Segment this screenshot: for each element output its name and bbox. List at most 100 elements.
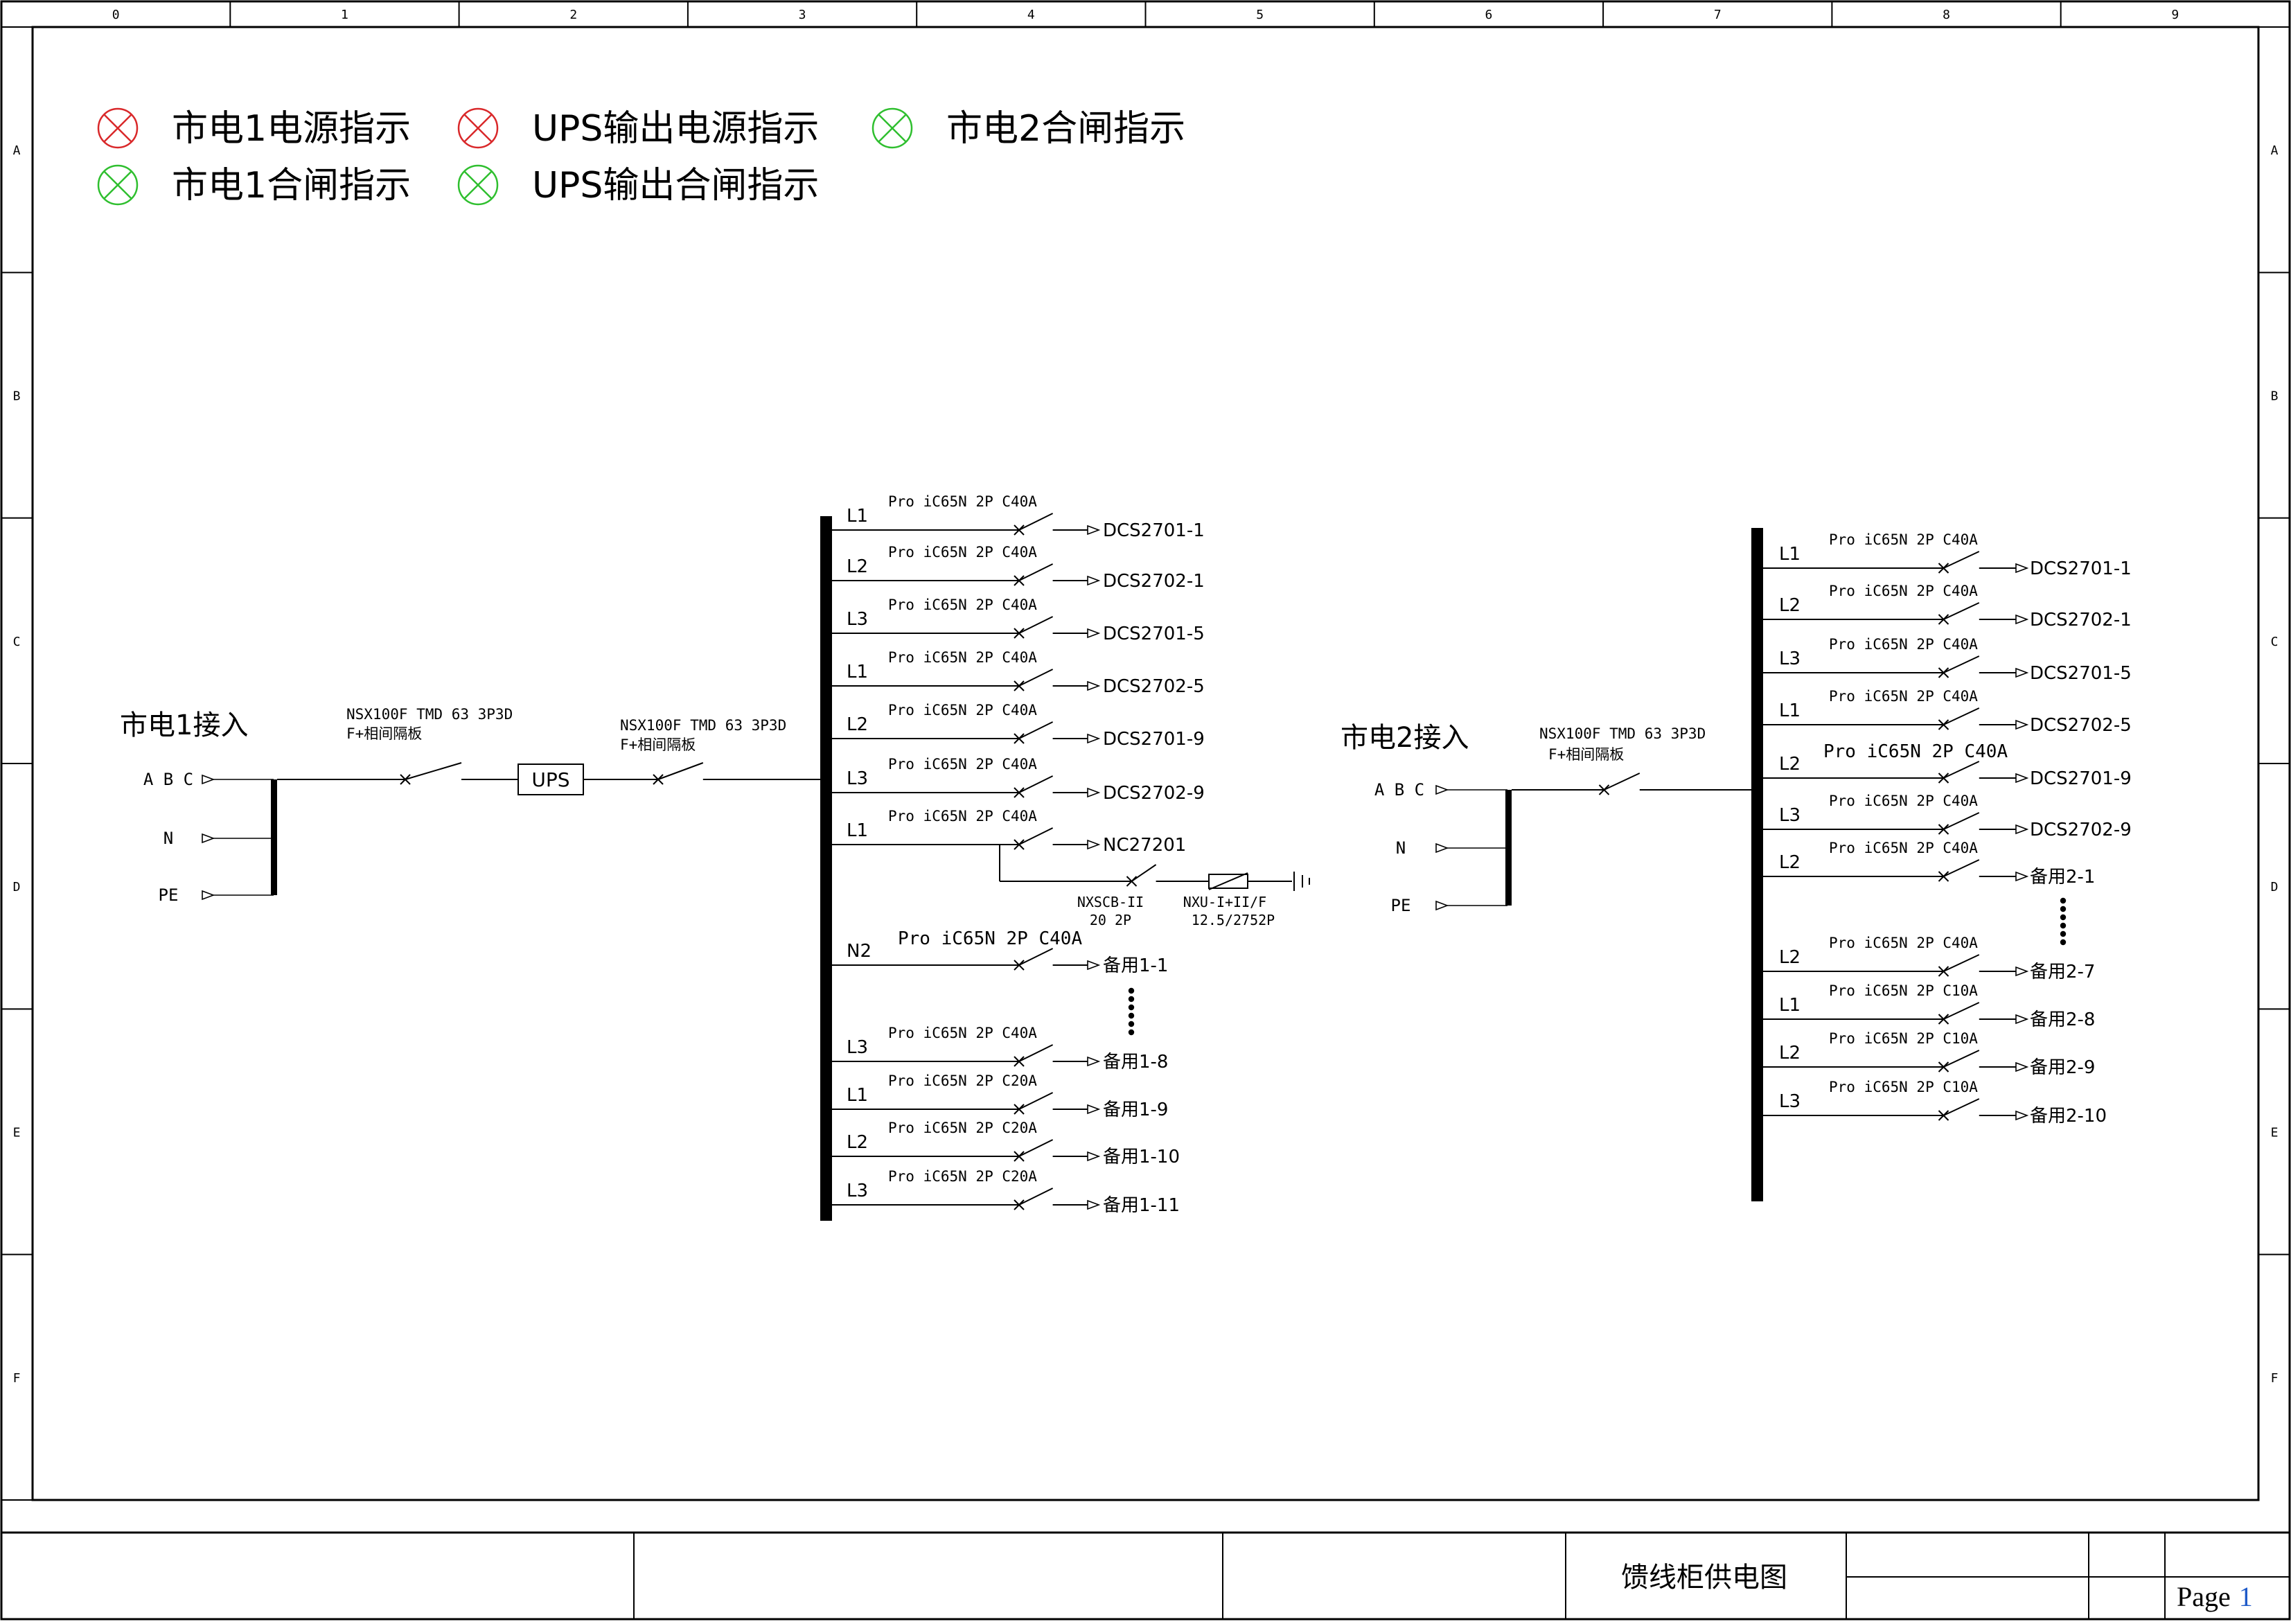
drawing-border xyxy=(31,26,2260,1501)
feeder-arrow-icon xyxy=(1087,1199,1101,1210)
indicator-lamp-icon xyxy=(97,164,139,206)
continuation-dot xyxy=(1128,996,1135,1003)
feeder-arrow-icon xyxy=(2015,719,2029,730)
feeder-arrow-icon xyxy=(1087,524,1101,536)
feeder-arrow-icon xyxy=(1087,839,1101,850)
feeder-load-label: 备用2-1 xyxy=(2030,867,2095,888)
feeder-load-label: 备用1-8 xyxy=(1103,1052,1168,1073)
row-label-left: E xyxy=(13,1126,21,1140)
breaker1-model: NSX100F TMD 63 3P3D xyxy=(346,706,513,723)
feeder-breaker-icon xyxy=(1884,954,2016,977)
feeder-breaker-model: Pro iC65N 2P C40A xyxy=(888,702,1037,718)
feeder-arrow-icon xyxy=(1087,1151,1101,1162)
terminal-arrow-icon xyxy=(1435,900,1449,911)
feeder-phase-label: L3 xyxy=(1779,1091,1801,1112)
indicator-label: 市电2合闸指示 xyxy=(946,108,1185,150)
feeder-load-label: DCS2702-1 xyxy=(1103,571,1205,592)
feeder-load-label: DCS2701-1 xyxy=(2030,558,2132,579)
feeder-arrow-icon xyxy=(2015,1014,2029,1025)
feeder-breaker-model: Pro iC65N 2P C40A xyxy=(1829,688,1978,705)
feeder-breaker-model: Pro iC65N 2P C40A xyxy=(1829,793,1978,809)
continuation-dot xyxy=(1128,987,1135,994)
indicator-lamp-icon xyxy=(872,107,913,149)
terminal-label-abc: A B C xyxy=(143,770,193,789)
feeder-breaker-icon xyxy=(1884,1098,2016,1121)
column-label: 6 xyxy=(1485,8,1493,22)
feeder-phase-label: L1 xyxy=(847,820,868,841)
feeder-load-label: 备用1-1 xyxy=(1103,955,1168,976)
continuation-dot xyxy=(2060,906,2067,912)
row-label-right: E xyxy=(2271,1126,2279,1140)
feeder-phase-label: L3 xyxy=(1779,805,1801,826)
breaker2-model: NSX100F TMD 63 3P3D xyxy=(620,717,786,734)
feeder-phase-label: L3 xyxy=(847,1181,868,1201)
breaker-contact xyxy=(1018,563,1054,581)
continuation-dot xyxy=(2060,939,2067,946)
terminal-label-n: N xyxy=(163,829,173,848)
feeder-phase-label: L2 xyxy=(1779,595,1801,616)
feeder-phase-label: L1 xyxy=(1779,544,1801,565)
column-label: 3 xyxy=(799,8,806,22)
breaker-contact xyxy=(405,762,462,780)
feeder-breaker-icon xyxy=(963,563,1088,586)
breaker-contact xyxy=(1943,551,1980,569)
feeder-arrow-icon xyxy=(2015,1110,2029,1121)
continuation-dot xyxy=(1128,1012,1135,1019)
spd-breaker-model: NXSCB-II xyxy=(1077,894,1144,910)
feeder-arrow-icon xyxy=(1087,787,1101,798)
drawing-title: 馈线柜供电图 xyxy=(1621,1562,1787,1594)
row-label-right: F xyxy=(2271,1371,2279,1386)
lamp-circle xyxy=(872,107,913,149)
feeder-phase-label: L2 xyxy=(847,714,868,735)
terminal-label-n: N xyxy=(1396,838,1406,858)
breaker-contact xyxy=(1604,773,1640,791)
breaker-contact xyxy=(1943,812,1980,830)
feeder-load-label: DCS2702-5 xyxy=(1103,676,1205,697)
feeder-breaker-icon xyxy=(1884,551,2016,574)
row-label-right: D xyxy=(2271,880,2279,894)
feeder-arrow-icon xyxy=(2015,667,2029,678)
continuation-dot xyxy=(2060,930,2067,937)
feeder-breaker-icon xyxy=(1884,761,2016,784)
feeder-breaker-icon xyxy=(963,1044,1088,1067)
terminal-label-pe: PE xyxy=(159,885,179,905)
feeder-load-label: DCS2701-1 xyxy=(1103,520,1205,541)
page-label-text: Page xyxy=(2177,1581,2231,1612)
breaker-contact xyxy=(1943,1098,1980,1116)
feeder-breaker-model: Pro iC65N 2P C40A xyxy=(888,649,1037,666)
continuation-dot xyxy=(2060,897,2067,904)
row-label-left: F xyxy=(13,1371,21,1386)
feeder-breaker-model: Pro iC65N 2P C40A xyxy=(888,756,1037,773)
continuation-dot xyxy=(2060,922,2067,929)
feeder-breaker-icon xyxy=(1884,1050,2016,1073)
column-label: 8 xyxy=(1943,8,1950,22)
feeder-breaker-model: Pro iC65N 2P C10A xyxy=(1829,982,1978,999)
feeder-breaker-model: Pro iC65N 2P C40A xyxy=(888,808,1037,824)
feeder-load-label: 备用2-10 xyxy=(2030,1106,2107,1127)
feeder-load-label: DCS2702-9 xyxy=(2030,820,2132,840)
feeder-load-label: NC27201 xyxy=(1103,835,1186,856)
feeder-breaker-model: Pro iC65N 2P C40A xyxy=(1829,583,1978,599)
arrester-model: NXU-I+II/F xyxy=(1183,894,1266,910)
feeder-breaker-icon xyxy=(1884,602,2016,625)
feeder-load-label: DCS2702-1 xyxy=(2030,610,2132,630)
panel1-busbar xyxy=(820,516,832,1221)
feeder-breaker-icon xyxy=(1884,655,2016,678)
feeder-breaker-icon xyxy=(1884,707,2016,730)
feeder-load-label: 备用1-11 xyxy=(1103,1195,1180,1216)
feeder-arrow-icon xyxy=(1087,733,1101,744)
row-label-right: A xyxy=(2271,143,2279,158)
lamp-cross xyxy=(878,114,907,143)
continuation-dot xyxy=(2060,914,2067,921)
panel2-feeder: L3 Pro iC65N 2P C40A DCS2702-9 xyxy=(1763,793,2132,840)
